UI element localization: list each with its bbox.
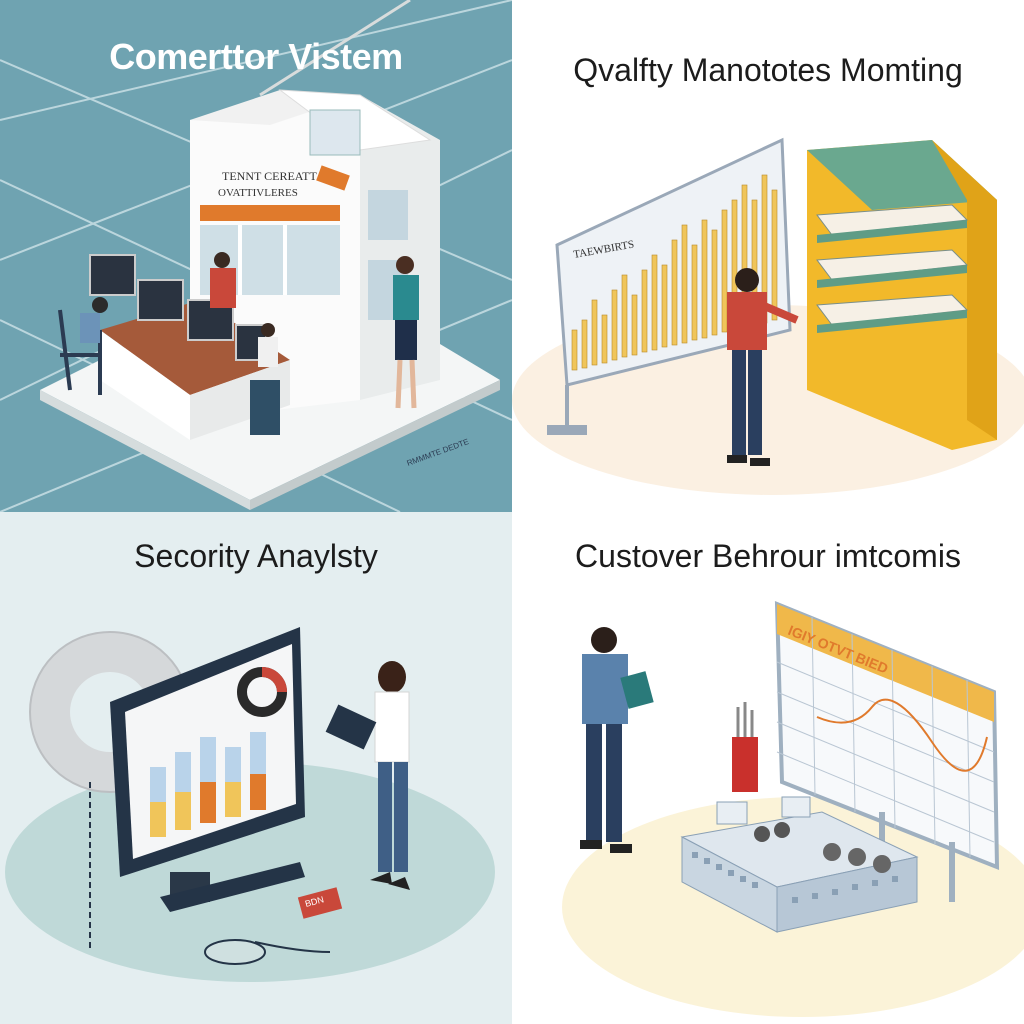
security-analytics-illustration: BDN	[5, 627, 495, 982]
quality-monitoring-illustration: TAEWBIRTS	[512, 137, 1024, 495]
panel-title: Custover Behrour imtcomis	[575, 538, 961, 574]
panel-computer-system: TENNT CEREATT OVATTIVLERES RMMMTE DEDTE …	[0, 0, 512, 512]
booth-sign-line1: TENNT CEREATT	[222, 169, 317, 183]
book-label: BDN	[304, 894, 325, 909]
panel-customer-behaviour: IGIY OTVT BIED Custover Behrour imtcomis	[512, 512, 1024, 1024]
panel-security-analytics: BDN Secority Anaylsty	[0, 512, 512, 1024]
customer-behaviour-illustration: IGIY OTVT BIED	[562, 600, 1024, 1017]
booth-sign-line2: OVATTIVLERES	[218, 187, 298, 199]
panel-title: Qvalfty Manototes Momting	[573, 52, 963, 88]
panel-title: Secority Anaylsty	[134, 538, 378, 574]
floor-caption: RMMMTE DEDTE	[406, 437, 470, 468]
panel-title: Comerttor Vistem	[109, 36, 403, 77]
panel-quality-monitoring: TAEWBIRTS Qvalfty Manototes Momting	[512, 0, 1024, 512]
computer-booth-illustration: TENNT CEREATT OVATTIVLERES RMMMTE DEDTE	[0, 0, 512, 512]
